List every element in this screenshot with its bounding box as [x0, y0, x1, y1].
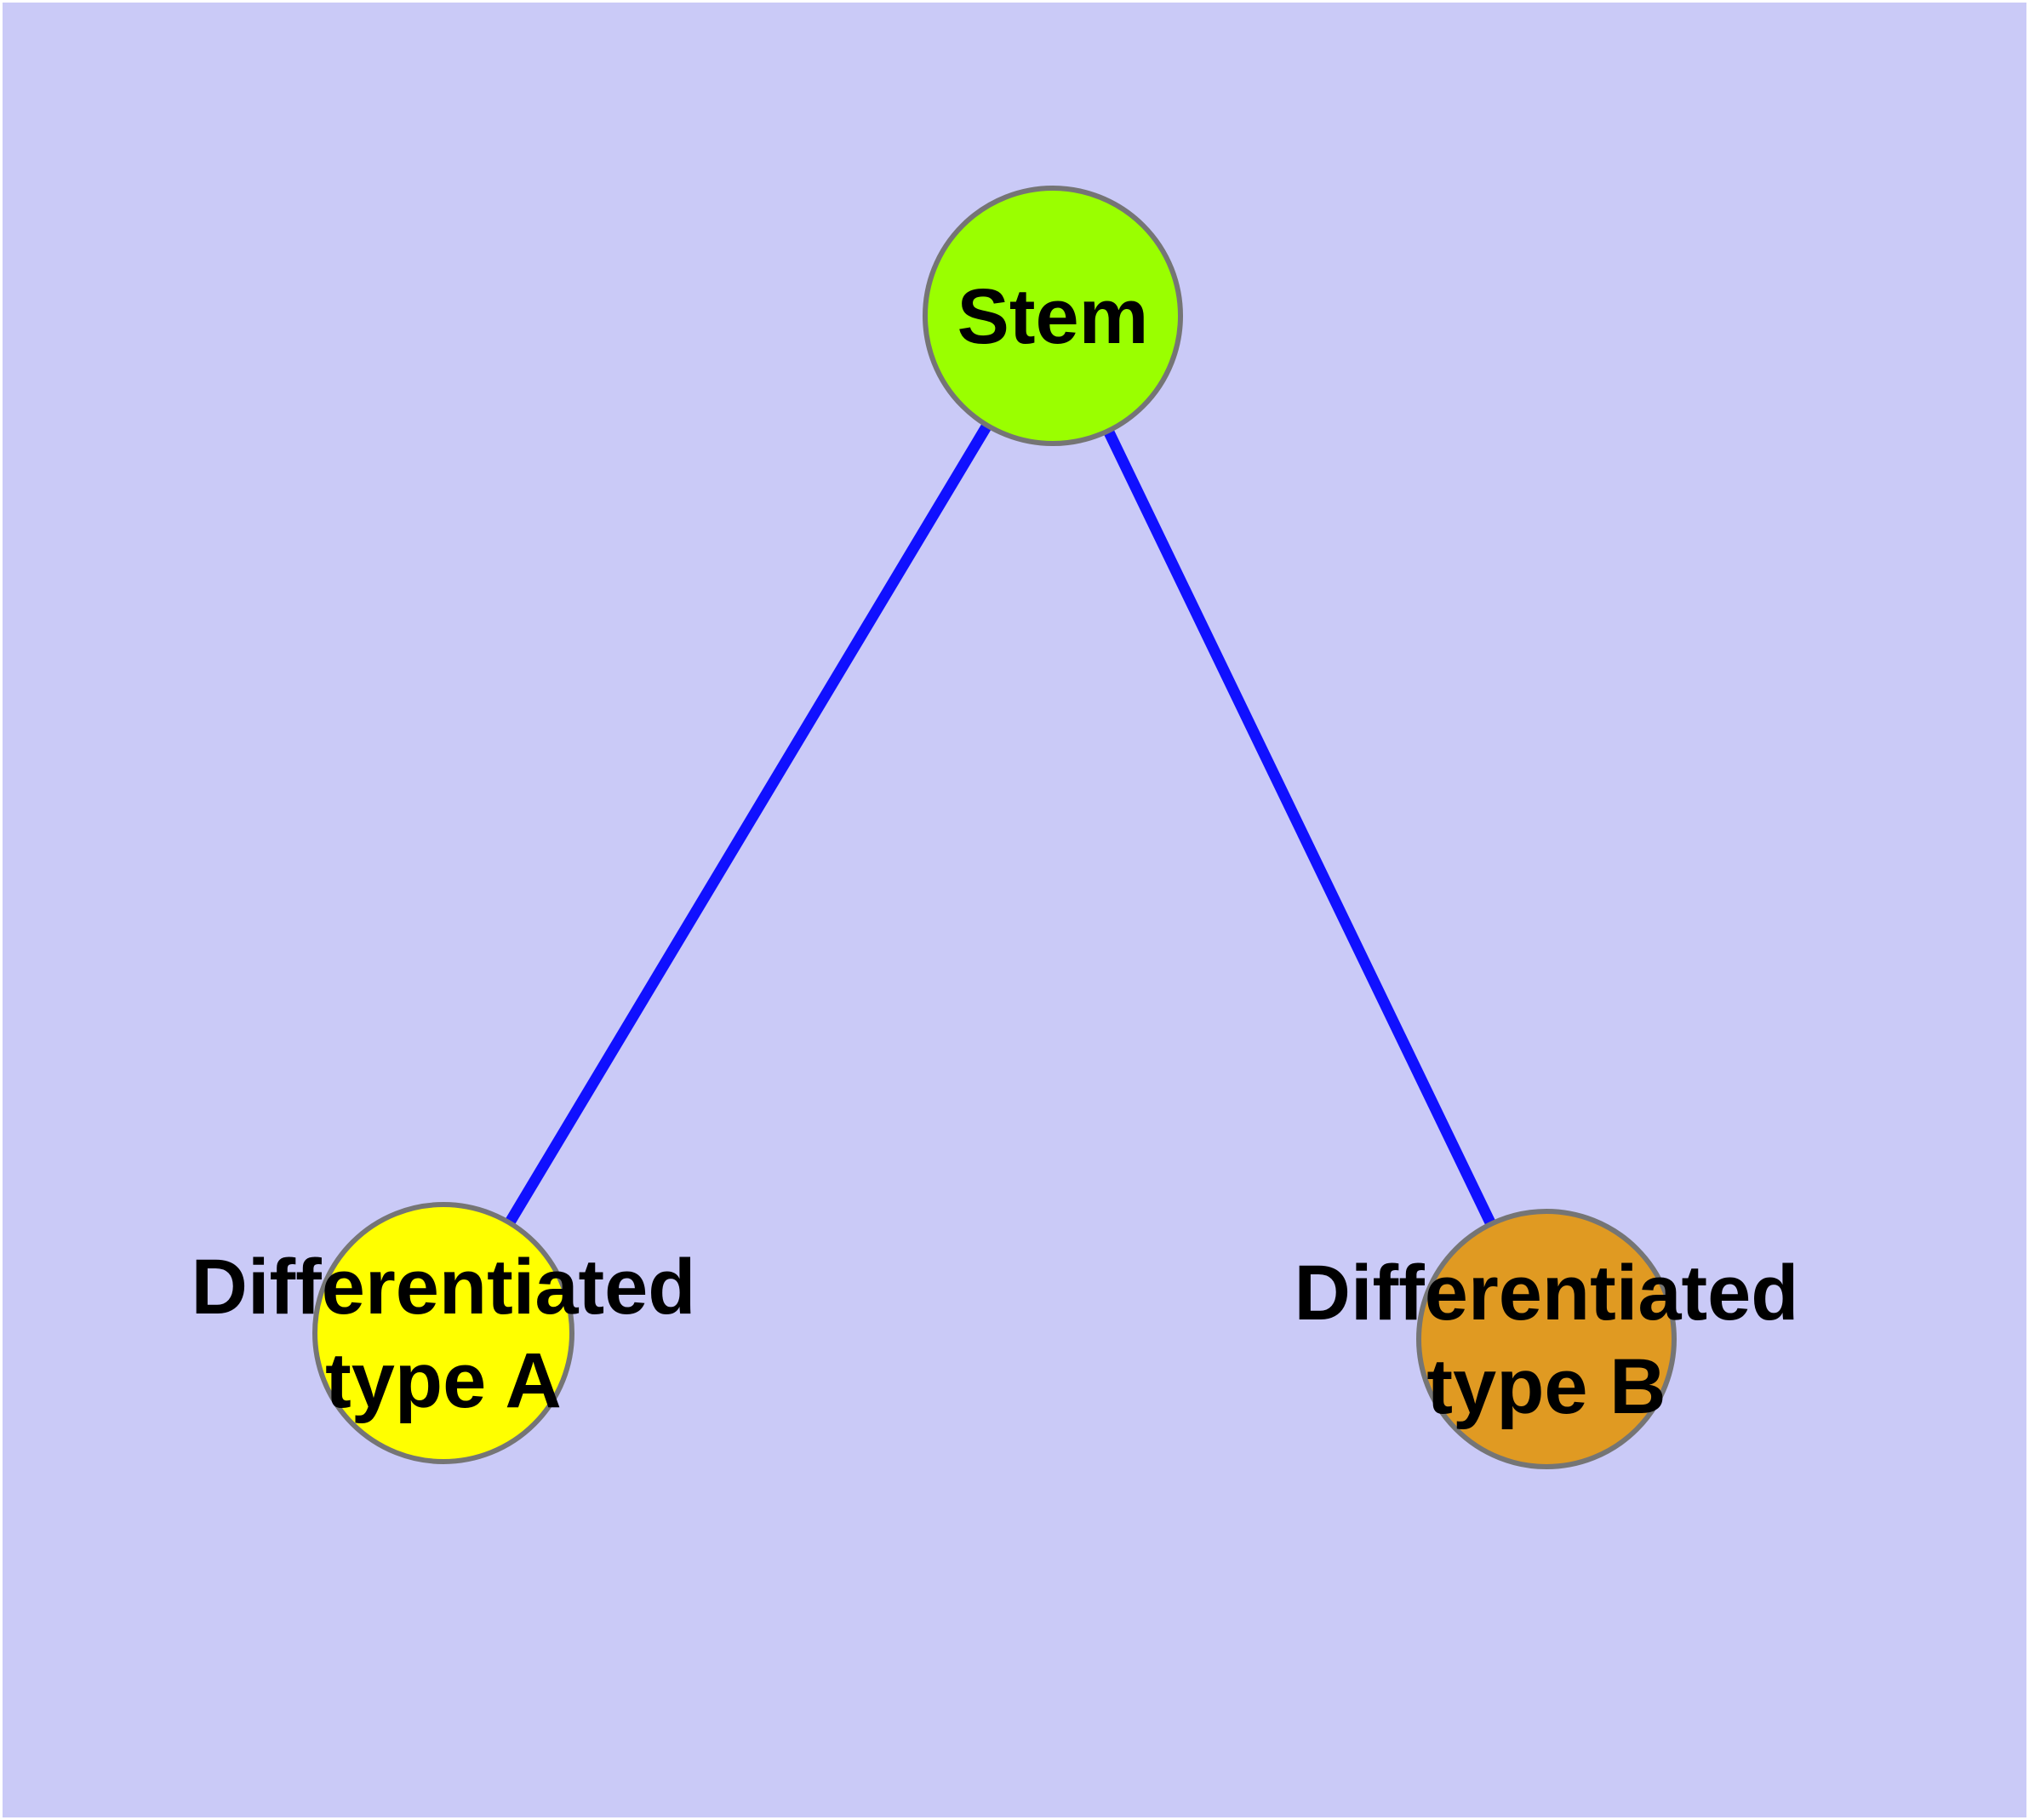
- node-label-stem: Stem: [957, 273, 1149, 360]
- edges-layer: [438, 312, 1552, 1342]
- node-label-differentiated-type-a-line2: type A: [325, 1337, 562, 1424]
- edge-stem-to-differentiated-type-a: [438, 312, 1058, 1336]
- node-label-differentiated-type-b-line1: Differentiated: [1295, 1250, 1799, 1336]
- node-label-differentiated-type-b-line2: type B: [1426, 1343, 1666, 1430]
- node-differentiated-type-a: [312, 1202, 574, 1464]
- node-label-differentiated-type-a-line1: Differentiated: [191, 1244, 696, 1331]
- node-stem: [923, 186, 1183, 446]
- node-differentiated-type-b: [1416, 1209, 1677, 1469]
- nodes-layer: [312, 186, 1677, 1469]
- edge-stem-to-differentiated-type-b: [1048, 313, 1552, 1342]
